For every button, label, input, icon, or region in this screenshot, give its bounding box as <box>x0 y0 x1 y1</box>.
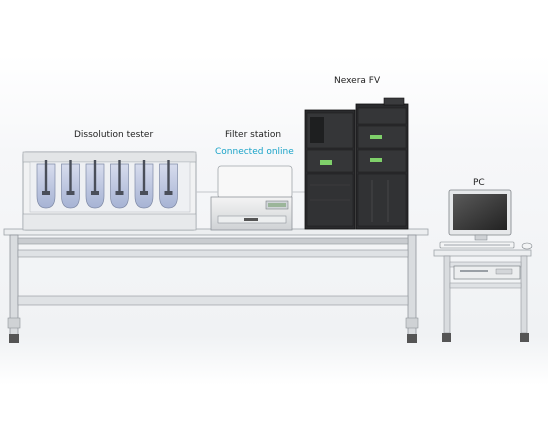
pc-icon <box>439 189 533 280</box>
paddle <box>140 191 148 195</box>
paddle <box>115 191 124 195</box>
pc-desk-icon <box>433 249 532 342</box>
dissolution-tester-icon <box>22 151 197 231</box>
nexera-fv-label: Nexera FV <box>334 76 381 86</box>
pc-label: PC <box>473 178 485 188</box>
stirrer-shaft <box>69 160 72 194</box>
paddle <box>164 191 173 195</box>
dissolution-tester-label: Dissolution tester <box>74 130 154 140</box>
filter-station-label: Filter station <box>225 130 282 140</box>
stirrer-shaft <box>118 160 121 194</box>
lab-bench-icon <box>3 228 429 343</box>
stirrer-shaft <box>142 160 146 194</box>
paddle <box>91 191 99 195</box>
connected-online-label: Connected online <box>215 147 294 157</box>
stirrer-shaft <box>167 160 170 194</box>
stirrer-shaft <box>44 160 48 194</box>
stirrer-shaft <box>93 160 97 194</box>
nexera-fv-icon <box>304 97 409 230</box>
filter-station-icon <box>196 165 305 231</box>
paddle <box>66 191 75 195</box>
paddle <box>42 191 50 195</box>
